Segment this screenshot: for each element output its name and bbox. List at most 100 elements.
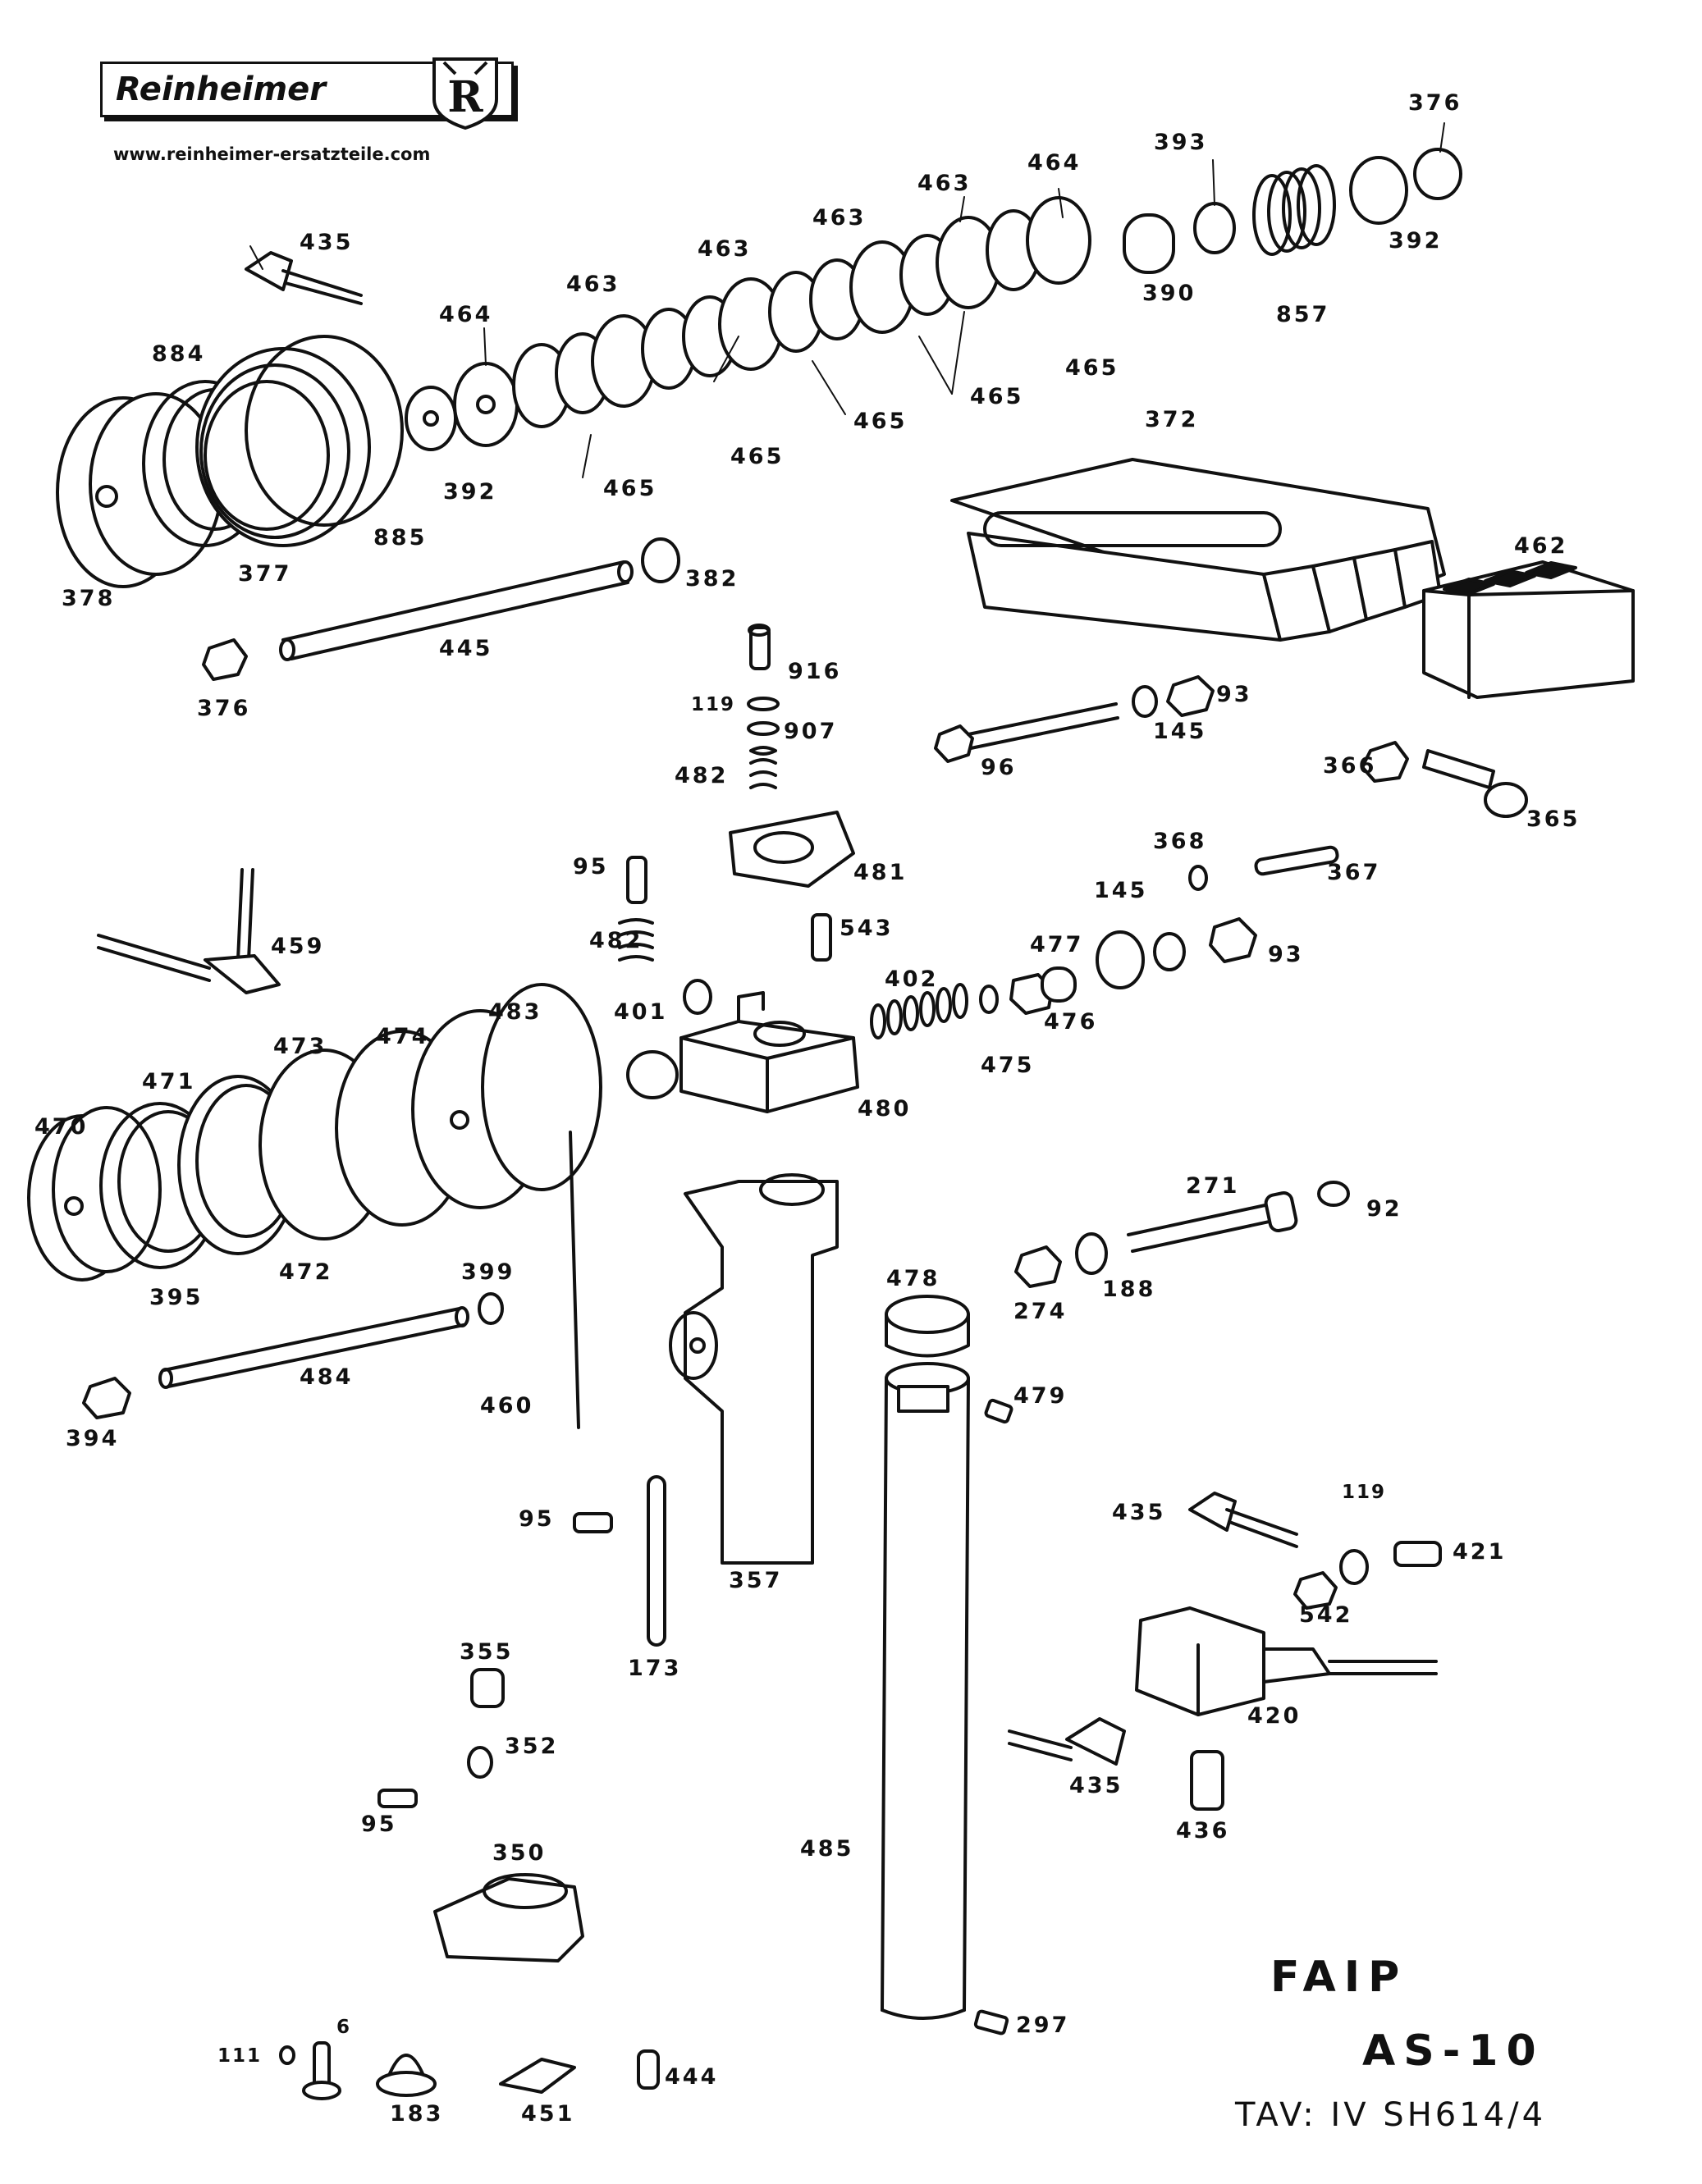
label-399: 399 xyxy=(461,1259,515,1285)
label-372: 372 xyxy=(1145,407,1199,432)
label-476: 476 xyxy=(1044,1009,1098,1035)
label-471: 471 xyxy=(142,1069,196,1094)
label-271: 271 xyxy=(1186,1173,1240,1199)
label-470: 470 xyxy=(34,1114,89,1140)
tee-459 xyxy=(97,868,281,994)
label-465: 465 xyxy=(853,409,908,434)
rod-end-365 xyxy=(1361,741,1528,818)
label-480: 480 xyxy=(858,1096,912,1122)
filter-436 xyxy=(1190,1750,1224,1811)
label-119: 119 xyxy=(1342,1482,1387,1503)
fittings-420-group xyxy=(1188,1492,1442,1610)
screw-95-low xyxy=(377,1789,418,1808)
title-table-ref: TAV: IV SH614/4 xyxy=(1235,2096,1547,2134)
block-462 xyxy=(1422,560,1635,699)
label-435: 435 xyxy=(300,230,354,255)
logo-letter: R xyxy=(447,72,483,122)
label-393: 393 xyxy=(1154,130,1208,155)
shaft-484 xyxy=(158,1306,469,1389)
label-173: 173 xyxy=(628,1656,682,1681)
label-463: 463 xyxy=(812,205,867,231)
label-395: 395 xyxy=(149,1285,204,1310)
upper-spool-assembly xyxy=(56,148,1462,588)
label-274: 274 xyxy=(1013,1299,1068,1324)
label-484: 484 xyxy=(300,1364,354,1390)
label-463: 463 xyxy=(698,236,752,262)
label-366: 366 xyxy=(1323,753,1377,779)
label-463: 463 xyxy=(917,171,972,196)
shield-logo-icon: R xyxy=(432,57,498,130)
label-392: 392 xyxy=(1389,228,1443,254)
fitting-435-top xyxy=(245,251,363,305)
label-885: 885 xyxy=(373,525,428,551)
block-480 xyxy=(626,991,859,1113)
housing-357 xyxy=(669,1173,839,1565)
screw-543 xyxy=(811,913,832,962)
label-401: 401 xyxy=(614,999,668,1025)
label-478: 478 xyxy=(886,1266,940,1291)
label-462: 462 xyxy=(1514,533,1568,559)
label-352: 352 xyxy=(505,1734,559,1759)
label-463: 463 xyxy=(566,272,620,297)
shaft-445 xyxy=(279,560,634,661)
label-382: 382 xyxy=(685,566,739,592)
plates-372 xyxy=(950,458,1446,642)
label-464: 464 xyxy=(1027,150,1082,176)
label-394: 394 xyxy=(66,1426,120,1451)
label-421: 421 xyxy=(1453,1539,1507,1565)
label-390: 390 xyxy=(1142,281,1196,306)
label-451: 451 xyxy=(521,2101,575,2127)
label-402: 402 xyxy=(885,966,939,992)
label-435: 435 xyxy=(1069,1773,1123,1798)
ring-382 xyxy=(641,537,680,583)
brand-logo: Reinheimer R xyxy=(100,57,514,130)
bolt-271-set xyxy=(1014,1181,1350,1288)
valve-420 xyxy=(1135,1606,1438,1716)
bushing-355 xyxy=(470,1668,505,1708)
label-475: 475 xyxy=(981,1053,1035,1078)
nut-394 xyxy=(82,1377,131,1419)
label-542: 542 xyxy=(1299,1602,1353,1628)
label-436: 436 xyxy=(1176,1818,1230,1844)
label-479: 479 xyxy=(1013,1383,1068,1409)
leader-lines xyxy=(249,122,1445,478)
label-483: 483 xyxy=(488,999,542,1025)
label-378: 378 xyxy=(62,586,116,611)
pin-367 xyxy=(1188,845,1339,891)
label-543: 543 xyxy=(840,916,894,941)
label-884: 884 xyxy=(152,341,206,367)
label-420: 420 xyxy=(1247,1703,1302,1729)
label-119: 119 xyxy=(691,694,736,715)
label-444: 444 xyxy=(665,2064,719,2090)
label-145: 145 xyxy=(1094,878,1148,903)
label-474: 474 xyxy=(376,1024,430,1049)
label-435: 435 xyxy=(1112,1500,1166,1525)
label-482: 482 xyxy=(589,928,643,953)
label-445: 445 xyxy=(439,636,493,661)
title-maker: FAIP xyxy=(1270,1953,1408,2002)
label-481: 481 xyxy=(853,860,908,885)
label-907: 907 xyxy=(784,719,838,744)
label-355: 355 xyxy=(460,1639,514,1665)
label-145: 145 xyxy=(1153,719,1207,744)
label-183: 183 xyxy=(390,2101,444,2127)
label-95: 95 xyxy=(361,1812,397,1837)
title-model: AS-10 xyxy=(1362,2026,1544,2076)
label-485: 485 xyxy=(800,1836,854,1862)
label-857: 857 xyxy=(1276,302,1330,327)
label-459: 459 xyxy=(271,934,325,959)
label-357: 357 xyxy=(729,1568,783,1593)
label-464: 464 xyxy=(439,302,493,327)
bracket-stack-481 xyxy=(729,624,855,888)
label-111: 111 xyxy=(217,2045,263,2067)
label-465: 465 xyxy=(1065,355,1119,381)
lower-spool-assembly xyxy=(27,983,602,1429)
label-367: 367 xyxy=(1327,860,1381,885)
label-96: 96 xyxy=(981,755,1017,780)
label-93: 93 xyxy=(1216,682,1252,707)
column-485 xyxy=(881,1295,970,2020)
label-473: 473 xyxy=(273,1034,327,1059)
label-92: 92 xyxy=(1366,1196,1402,1222)
label-95: 95 xyxy=(519,1506,555,1532)
